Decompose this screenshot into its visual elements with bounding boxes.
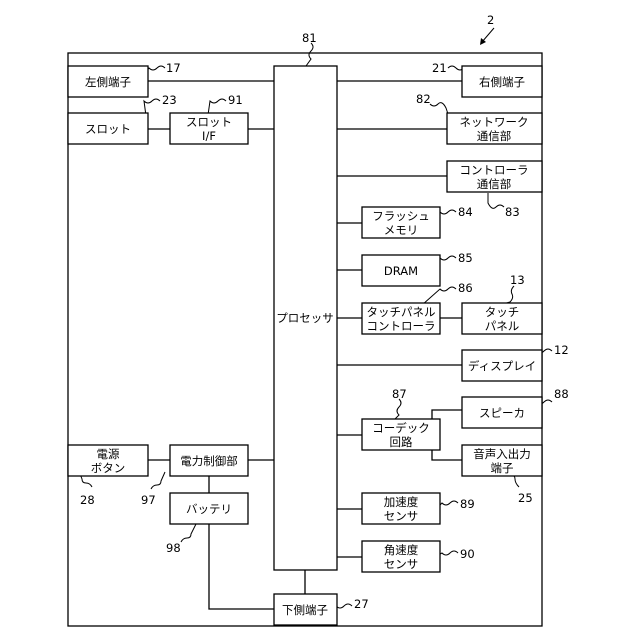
processor-label: プロセッサ	[276, 311, 334, 325]
touch-panel-label-2: パネル	[485, 319, 520, 333]
audio-io-terminal-label-2: 端子	[491, 461, 514, 475]
ref-left-terminal: 17	[166, 61, 181, 75]
power-button-label-1: 電源	[97, 447, 120, 461]
codec-label-1: コーデック	[372, 421, 430, 435]
touch-panel-label-1: タッチ	[485, 305, 520, 319]
audio-io-terminal-label-1: 音声入出力	[473, 447, 531, 461]
touch-panel-controller-label-1: タッチパネル	[367, 305, 436, 319]
ref-gyro-sensor: 90	[460, 547, 475, 561]
accelerometer-label-1: 加速度	[384, 495, 419, 509]
power-control-label: 電力制御部	[180, 454, 238, 468]
ref-power-control: 97	[141, 493, 156, 507]
ref-display: 12	[554, 343, 569, 357]
bottom-terminal-label: 下側端子	[282, 603, 328, 617]
speaker-label: スピーカ	[479, 406, 525, 420]
codec-label-2: 回路	[390, 435, 413, 449]
ref-right-terminal: 21	[432, 61, 447, 75]
slot-if-label-1: スロット	[186, 115, 232, 129]
flash-memory-label-1: フラッシュ	[372, 209, 430, 223]
right-terminal-label: 右側端子	[479, 75, 525, 89]
ref-touch-panel: 13	[510, 273, 525, 287]
figure-arrow	[480, 28, 494, 45]
gyro-sensor-label-1: 角速度	[384, 543, 419, 557]
ref-slot-if: 91	[228, 93, 243, 107]
ref-touch-panel-controller: 86	[458, 281, 473, 295]
ref-audio-io-terminal: 25	[518, 491, 533, 505]
ref-codec: 87	[392, 387, 407, 401]
ref-power-button: 28	[80, 493, 95, 507]
ref-battery: 98	[166, 541, 181, 555]
ref-processor: 81	[302, 31, 317, 45]
ref-accelerometer: 89	[460, 497, 475, 511]
ref-flash-memory: 84	[458, 205, 473, 219]
network-comm-label-2: 通信部	[477, 129, 512, 143]
ref-controller-comm: 83	[505, 205, 520, 219]
left-terminal-label: 左側端子	[85, 75, 131, 89]
dram-label: DRAM	[384, 264, 418, 278]
power-button-label-2: ボタン	[91, 461, 126, 475]
battery-label: バッテリ	[186, 502, 232, 516]
ref-speaker: 88	[554, 387, 569, 401]
network-comm-label-1: ネットワーク	[460, 115, 529, 129]
gyro-sensor-label-2: センサ	[384, 557, 419, 571]
display-label: ディスプレイ	[468, 359, 536, 373]
flash-memory-label-2: メモリ	[384, 223, 419, 237]
slot-label: スロット	[85, 122, 131, 136]
figure-number: 2	[487, 13, 494, 27]
ref-dram: 85	[458, 251, 473, 265]
controller-comm-label-1: コントローラ	[460, 163, 529, 177]
ref-network-comm: 82	[416, 92, 431, 106]
ref-bottom-terminal: 27	[354, 597, 369, 611]
accelerometer-label-2: センサ	[384, 509, 419, 523]
slot-if-label-2: I/F	[202, 129, 216, 143]
controller-comm-label-2: 通信部	[477, 177, 512, 191]
ref-slot: 23	[162, 93, 177, 107]
touch-panel-controller-label-2: コントローラ	[367, 319, 436, 333]
